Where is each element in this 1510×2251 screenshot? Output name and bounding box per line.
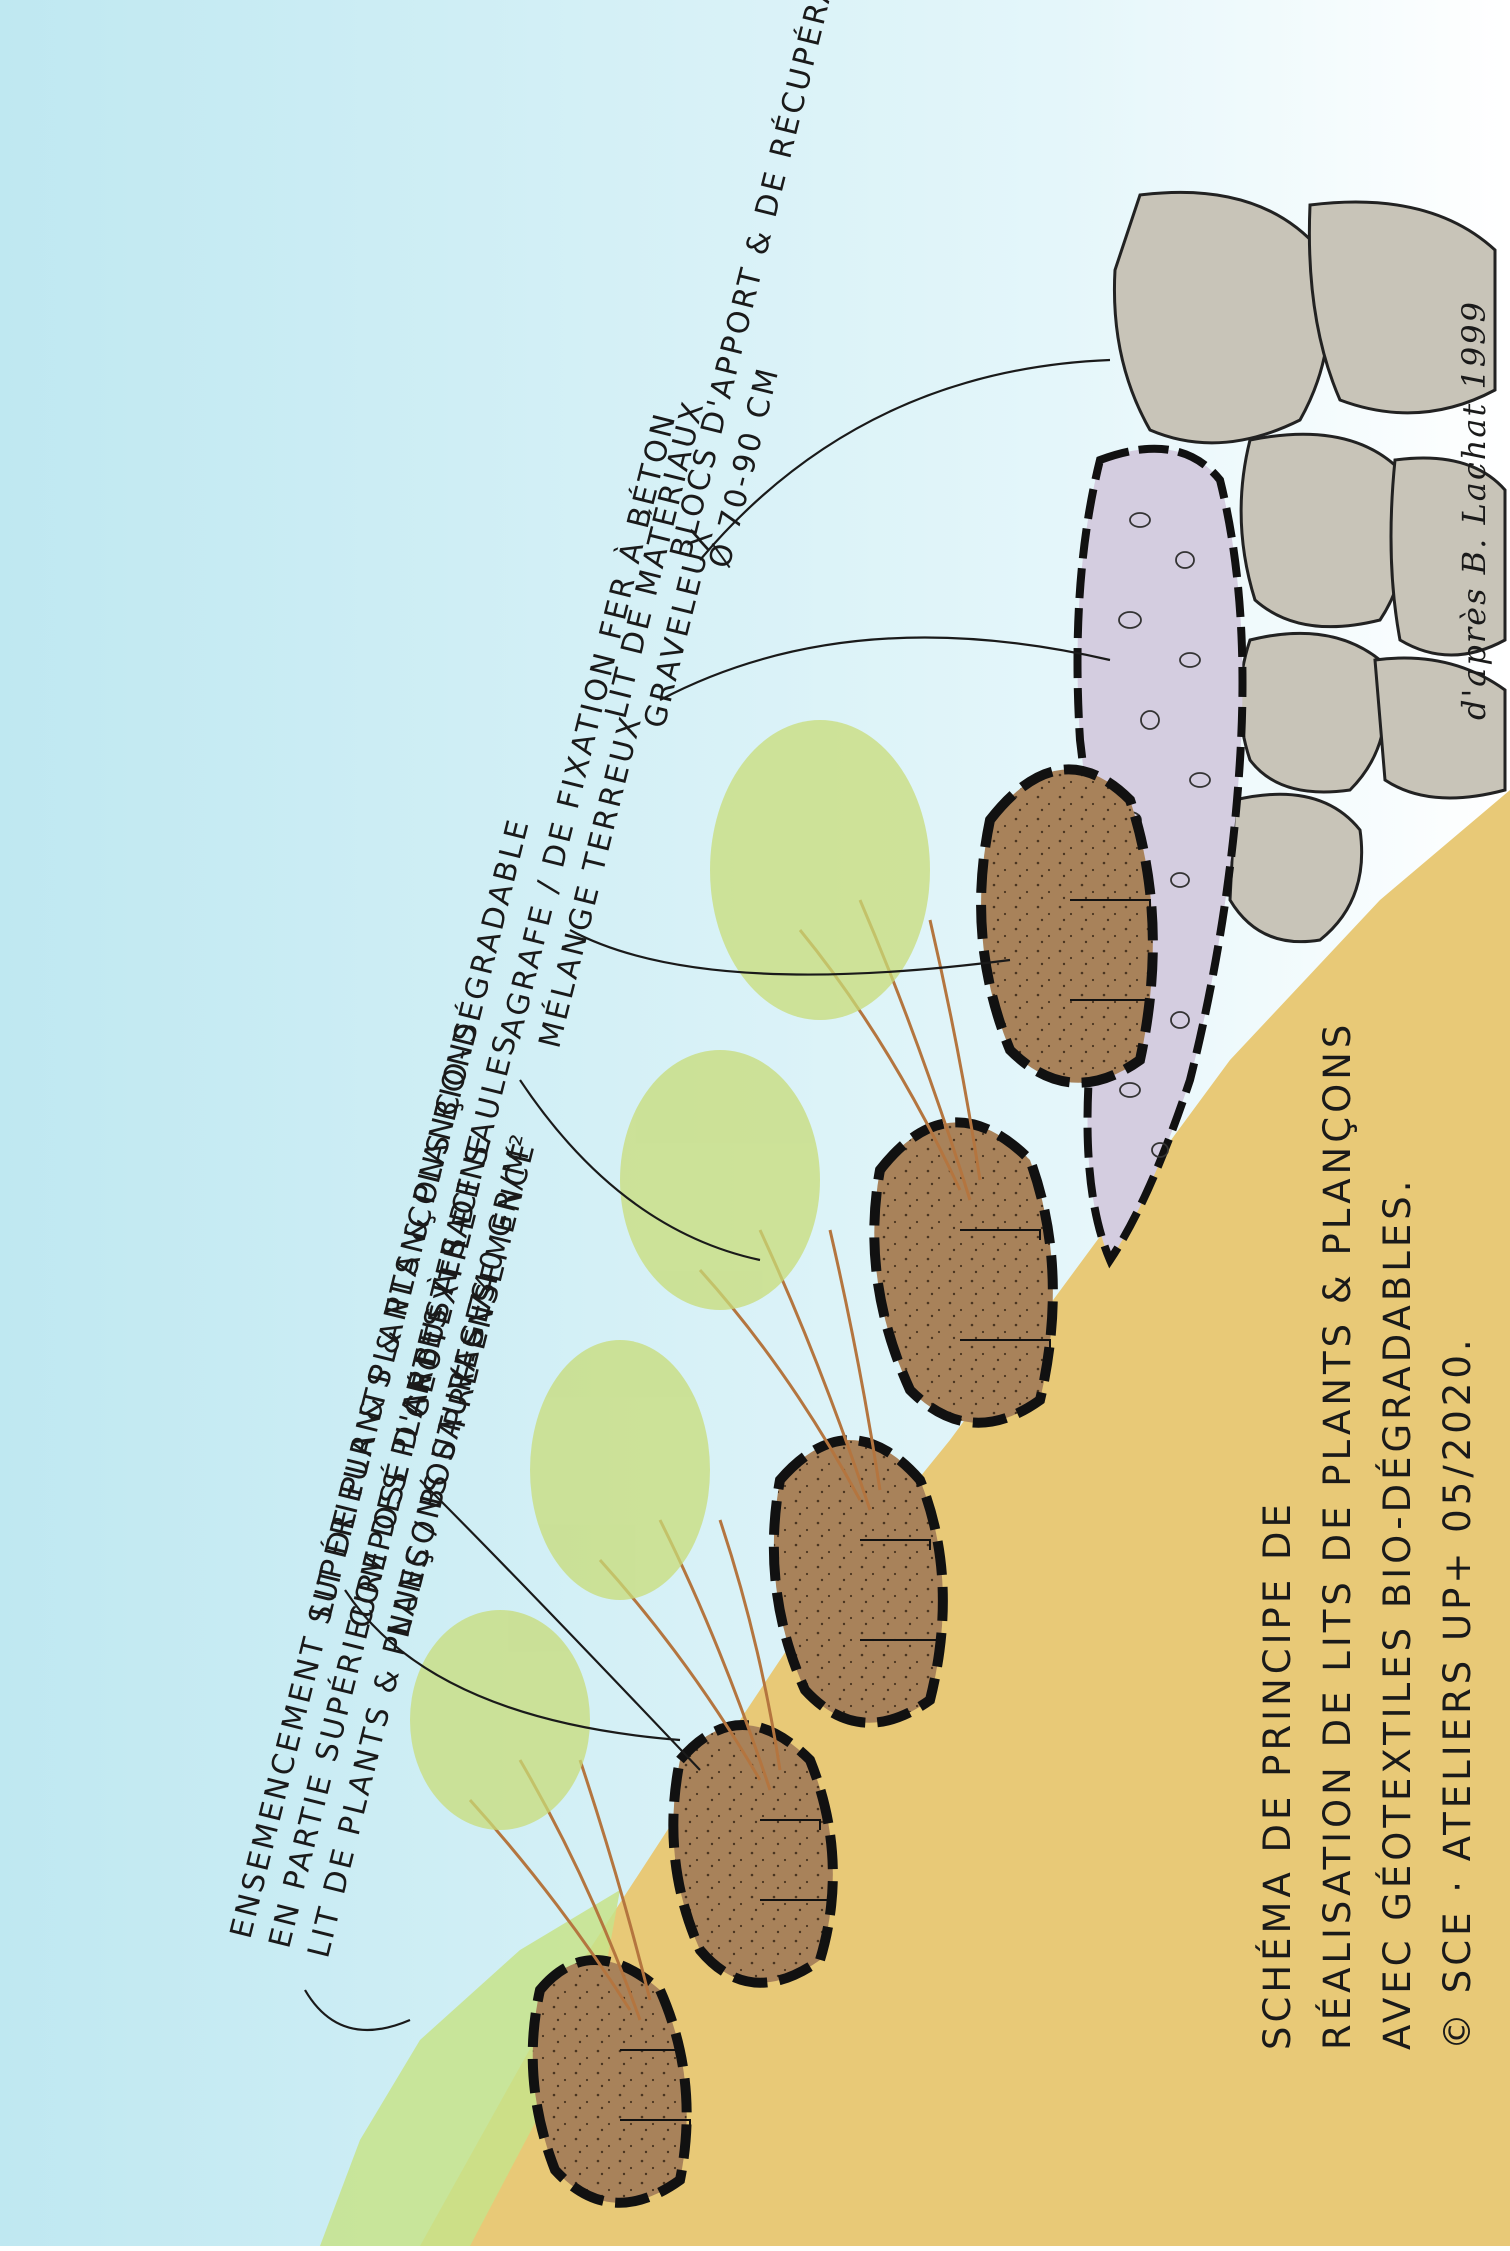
credit-block: d'après B. Lachat 1999 xyxy=(1455,300,1493,720)
title-line-3: AVEC GÉOTEXTILES BIO-DÉGRADABLES. xyxy=(1375,1177,1419,2050)
soil-lift-5 xyxy=(981,769,1153,1082)
title-line-4: © SCE · ATELIERS UP+ 05/2020. xyxy=(1436,1335,1479,2050)
title-line-1: SCHÉMA DE PRINCIPE DE xyxy=(1255,1500,1299,2050)
soil-lift-1 xyxy=(533,1960,687,2203)
credit-text: d'après B. Lachat 1999 xyxy=(1455,300,1493,720)
title-line-2: RÉALISATION DE LITS DE PLANTS & PLANÇONS xyxy=(1315,1021,1359,2050)
soil-lift-4 xyxy=(874,1122,1053,1422)
